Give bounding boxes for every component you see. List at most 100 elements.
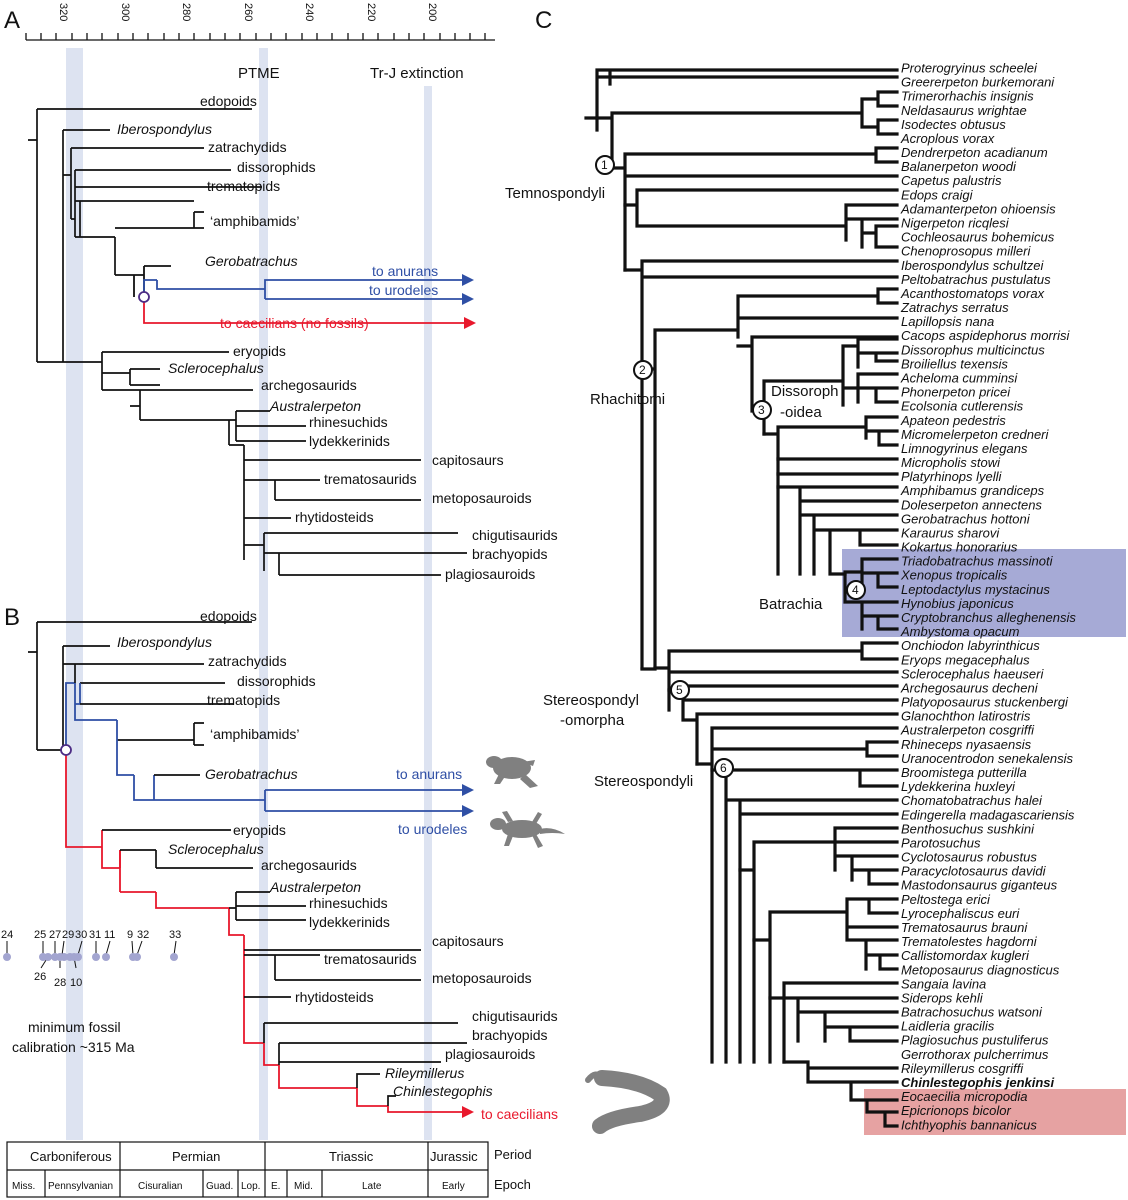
event-label-trj: Tr-J extinction [370,65,464,82]
label-a-brachyopids: brachyopids [472,546,548,562]
taxon-label: Uranocentrodon senekalensis [901,751,1073,766]
label-a-gerobatrachus: Gerobatrachus [205,253,298,269]
taxon-label: Acroplous vorax [900,131,995,146]
taxon-label: Australerpeton cosgriffi [900,723,1035,738]
label-b-trematopids: trematopids [207,692,280,708]
label-b-iberospondylus: Iberospondylus [117,634,212,650]
fossil-label-28: 28 [54,977,66,989]
taxon-label: Phonerpeton pricei [901,385,1011,400]
timescale-ruler [25,33,495,41]
epoch-late: Late [362,1181,382,1192]
taxon-label: Callistomordax kugleri [901,948,1030,963]
geologic-timescale-labels: Carboniferous Permian Triassic Jurassic … [12,1147,532,1192]
label-a-eryopids: eryopids [233,343,286,359]
taxon-label: Isodectes obtusus [901,117,1006,132]
fossil-label-30: 30 [75,929,87,941]
label-b-zatrachydids: zatrachydids [208,653,287,669]
label-b-trematosaurids: trematosaurids [324,951,417,967]
taxon-label: Trematosaurus brauni [901,920,1028,935]
label-a-sclerocephalus: Sclerocephalus [168,360,264,376]
node-number-6: 6 [720,761,727,775]
label-b-sclerocephalus: Sclerocephalus [168,841,264,857]
taxon-label: Sclerocephalus haeuseri [901,666,1044,681]
fossil-label-31: 31 [89,929,101,941]
taxon-label: Rhineceps nyasaensis [901,737,1032,752]
tick-label-280: 280 [180,3,192,21]
fossil-label-11: 11 [104,929,115,941]
clade-stereospondylomorpha-line2: -omorpha [560,712,625,729]
node-number-5: 5 [676,683,683,697]
panel-label-a: A [4,7,20,34]
taxon-label: Kokartus honorarius [901,540,1018,555]
epoch-pennsylvanian: Pennsylvanian [48,1181,113,1192]
taxon-label: Edingerella madagascariensis [901,807,1075,822]
taxon-label: Glanochthon latirostris [901,709,1031,724]
panel-c-tree [584,68,899,1128]
tick-label-220: 220 [365,3,377,21]
taxon-label: Iberospondylus schultzei [901,258,1044,273]
caecilian-silhouette [585,1070,670,1134]
label-b-chigutisaurids: chigutisaurids [472,1008,558,1024]
taxon-label: Gerrothorax pulcherrimus [901,1047,1049,1062]
taxon-label: Trimerorhachis insignis [901,89,1034,104]
time-bands [66,48,432,1140]
fossil-calibration: 24 25 27 29 30 31 11 9 32 33 26 28 10 mi… [1,929,181,1055]
fossil-label-10: 10 [70,977,82,989]
taxon-label: Platyoposaurus stuckenbergi [901,695,1069,710]
taxon-label: Acanthostomatops vorax [900,286,1045,301]
taxon-label: Cacops aspidephorus morrisi [901,328,1070,343]
label-a-rhytidosteids: rhytidosteids [295,509,374,525]
taxon-label: Paracyclotosaurus davidi [901,864,1047,879]
panel-label-b: B [4,604,20,631]
arrowhead-b-urodeles [462,805,474,817]
clade-batrachia: Batrachia [759,596,823,613]
taxon-label: Lapillopsis nana [901,314,994,329]
label-a-lydekkerinids: lydekkerinids [309,433,390,449]
fossil-label-29: 29 [62,929,74,941]
panel-b-blue-lines [65,682,462,812]
timescale-tick-labels: 320 300 280 260 240 220 200 [57,3,438,21]
taxon-label: Ambystoma opacum [900,624,1020,639]
taxon-label: Onchiodon labyrinthicus [901,638,1040,653]
taxon-label: Greererpeton burkemorani [901,75,1055,90]
epoch-guad: Guad. [206,1181,233,1192]
epoch-early-triassic: E. [271,1181,280,1192]
taxon-label: Sangaia lavina [901,976,986,991]
taxon-label: Proterogryinus scheelei [901,61,1038,76]
panel-c-nodes: 1 2 3 4 5 6 [595,155,866,778]
panel-b-tree [28,621,252,751]
calibration-band [66,48,83,1140]
taxon-label: Lydekkerina huxleyi [901,779,1016,794]
taxon-label: Capetus palustris [901,173,1002,188]
fossil-label-9: 9 [127,929,133,941]
caecilian-box [864,1089,1126,1135]
taxon-label: Acheloma cumminsi [900,371,1018,386]
label-b-metoposauroids: metoposauroids [432,970,532,986]
taxon-label: Ichthyophis bannanicus [901,1117,1037,1132]
label-b-lydekkerinids: lydekkerinids [309,914,390,930]
taxon-label: Platyrhinops lyelli [901,469,1003,484]
tick-label-200: 200 [426,3,438,21]
arrow-label-b-urodeles: to urodeles [398,821,467,837]
label-b-rhinesuchids: rhinesuchids [309,895,388,911]
period-triassic: Triassic [329,1149,374,1164]
taxon-label: Apateon pedestris [900,413,1006,428]
label-b-brachyopids: brachyopids [472,1027,548,1043]
arrow-label-a-urodeles: to urodeles [369,282,438,298]
taxon-label: Karaurus sharovi [901,526,1000,541]
clade-stereospondylomorpha-line1: Stereospondyl [543,692,639,709]
taxon-label: Hynobius japonicus [901,596,1014,611]
panel-a-labels: edopoids Iberospondylus zatrachydids dis… [117,93,558,582]
label-a-edopoids: edopoids [200,93,257,109]
label-a-rhinesuchids: rhinesuchids [309,414,388,430]
taxon-label: Peltostega erici [901,892,991,907]
node-number-4: 4 [852,583,859,597]
clade-stereospondyli: Stereospondyli [594,773,693,790]
label-a-dissorophids: dissorophids [237,159,316,175]
label-b-australerpeton: Australerpeton [269,879,361,895]
label-b-plagiosauroids: plagiosauroids [445,1046,535,1062]
taxon-label: Xenopus tropicalis [900,568,1008,583]
arrow-label-b-caecilians: to caecilians [481,1106,558,1122]
